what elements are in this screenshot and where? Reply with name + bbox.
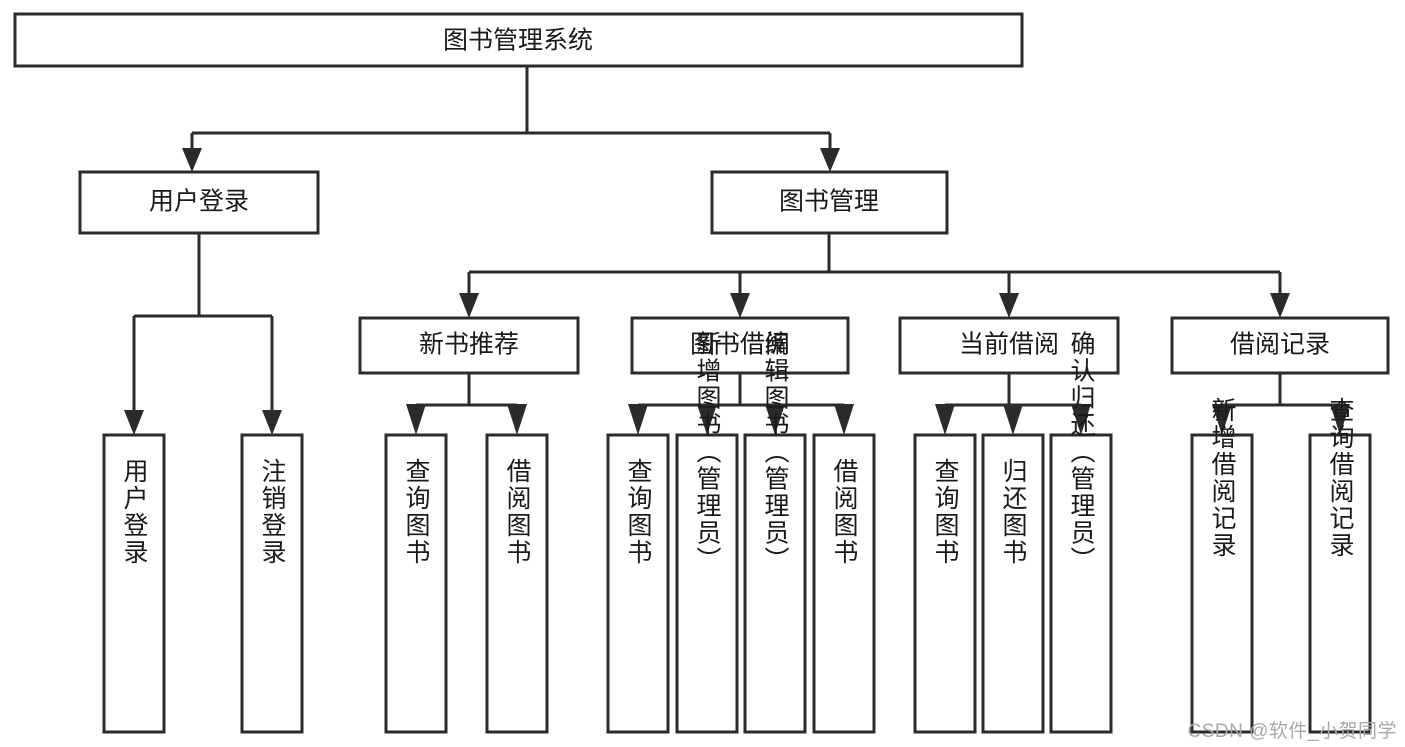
leaf-node-borrow-book[interactable]: 借阅图书 [812,433,876,734]
connector-group-user-login [124,233,282,435]
node-new-book-recommend[interactable]: 新书推荐 [358,316,580,375]
node-user-login-rect [78,170,320,235]
node-book-management-label: 图书管理 [779,188,879,216]
arrow-head-leaf-add-borrow-record [1212,404,1232,435]
node-new-book-recommend-label: 新书推荐 [419,331,519,359]
leaf-query-book-recommend-rect [384,433,448,734]
leaf-logout-login-rect [240,433,304,734]
node-book-management[interactable]: 图书管理 [710,170,949,235]
connector-group-book-borrow [628,373,854,435]
leaf-node-query-book-recommend[interactable]: 查询图书 [384,433,448,734]
node-book-borrow-label: 图书借阅 [690,331,790,359]
arrow-head-leaf-query-borrow-record [1330,404,1350,435]
arrow-head-leaf-user-login [124,410,144,435]
leaf-add-borrow-record-label: 新增借阅记录 [1208,397,1237,559]
leaf-node-user-login[interactable]: 用户登录 [102,433,166,734]
arrow-head-leaf-borrow-book [834,404,854,435]
leaf-node-borrow-book-recommend[interactable]: 借阅图书 [485,433,549,734]
node-root[interactable]: 图书管理系统 [13,12,1024,68]
leaf-confirm-return-admin-rect [1049,433,1113,734]
arrow-head-leaf-query-book-borrow [628,404,648,435]
arrow-head-leaf-logout-login [262,410,282,435]
node-book-borrow-rect [630,316,850,375]
leaf-node-add-borrow-record[interactable]: 新增借阅记录 [1190,397,1254,734]
arrow-head-leaf-borrow-book-recommend [507,404,527,435]
leaf-user-login-label: 用户登录 [120,458,149,566]
leaf-query-book-recommend-label: 查询图书 [402,458,431,566]
node-borrow-record-rect [1170,316,1390,375]
arrow-head-leaf-query-book-recommend [406,404,426,435]
leaf-logout-login-label: 注销登录 [258,458,287,566]
leaf-query-book-borrow-rect [606,433,670,734]
arrow-head-borrow-record [1270,293,1290,318]
leaf-borrow-book-label: 借阅图书 [830,458,859,566]
node-root-label: 图书管理系统 [443,27,593,55]
arrow-head-book-management [820,148,840,172]
leaf-node-query-book-borrow[interactable]: 查询图书 [606,433,670,734]
arrow-head-user-login [182,148,202,172]
arrow-head-leaf-return-book [1003,404,1023,435]
leaf-edit-book-admin-label: 编辑图书（管理员） [761,331,790,574]
arrow-head-leaf-edit-book-admin [765,404,785,435]
connector-group-root [182,66,840,172]
leaf-query-book-current-rect [913,433,977,734]
connector-group-borrow-record [1212,373,1350,435]
leaf-add-book-admin-rect [675,433,739,734]
connector-group-new-book-recommend [406,373,527,435]
connector-group-current-borrow [935,373,1091,435]
node-current-borrow-rect [898,316,1120,375]
leaf-borrow-book-recommend-label: 借阅图书 [503,458,532,566]
leaf-node-query-book-current[interactable]: 查询图书 [913,433,977,734]
arrow-head-current-borrow [999,293,1019,318]
leaf-borrow-book-recommend-rect [485,433,549,734]
leaf-query-borrow-record-label: 查询借阅记录 [1326,397,1355,559]
leaf-query-borrow-record-rect [1308,433,1372,734]
arrow-head-leaf-add-book-admin [697,404,717,435]
node-current-borrow[interactable]: 当前借阅 [898,316,1120,375]
node-root-rect [13,12,1024,68]
leaf-node-edit-book-admin[interactable]: 编辑图书（管理员） [743,331,807,734]
arrow-head-book-borrow [730,293,750,318]
leaf-node-add-book-admin[interactable]: 新增图书（管理员） [675,331,739,734]
leaf-node-logout-login[interactable]: 注销登录 [240,433,304,734]
node-borrow-record[interactable]: 借阅记录 [1170,316,1390,375]
leaf-edit-book-admin-rect [743,433,807,734]
leaf-return-book-rect [981,433,1045,734]
node-user-login[interactable]: 用户登录 [78,170,320,235]
connector-group-book-management [459,233,1290,318]
node-user-login-label: 用户登录 [149,188,249,216]
leaf-node-return-book[interactable]: 归还图书 [981,433,1045,734]
node-borrow-record-label: 借阅记录 [1230,331,1330,359]
arrow-head-leaf-confirm-return-admin [1071,404,1091,435]
leaf-add-book-admin-label: 新增图书（管理员） [693,331,722,574]
leaf-node-query-borrow-record[interactable]: 查询借阅记录 [1308,397,1372,734]
node-current-borrow-label: 当前借阅 [959,331,1059,359]
leaf-user-login-rect [102,433,166,734]
leaf-return-book-label: 归还图书 [999,458,1028,566]
arrow-head-new-book-recommend [459,293,479,318]
leaf-query-book-current-label: 查询图书 [931,458,960,566]
node-book-management-rect [710,170,949,235]
leaf-query-book-borrow-label: 查询图书 [624,458,653,566]
leaf-node-confirm-return-admin[interactable]: 确认归还（管理员） [1049,331,1113,734]
leaf-add-borrow-record-rect [1190,433,1254,734]
node-book-borrow[interactable]: 图书借阅 [630,316,850,375]
arrow-head-leaf-query-book-current [935,404,955,435]
leaf-borrow-book-rect [812,433,876,734]
leaf-confirm-return-admin-label: 确认归还（管理员） [1067,331,1096,574]
node-new-book-recommend-rect [358,316,580,375]
